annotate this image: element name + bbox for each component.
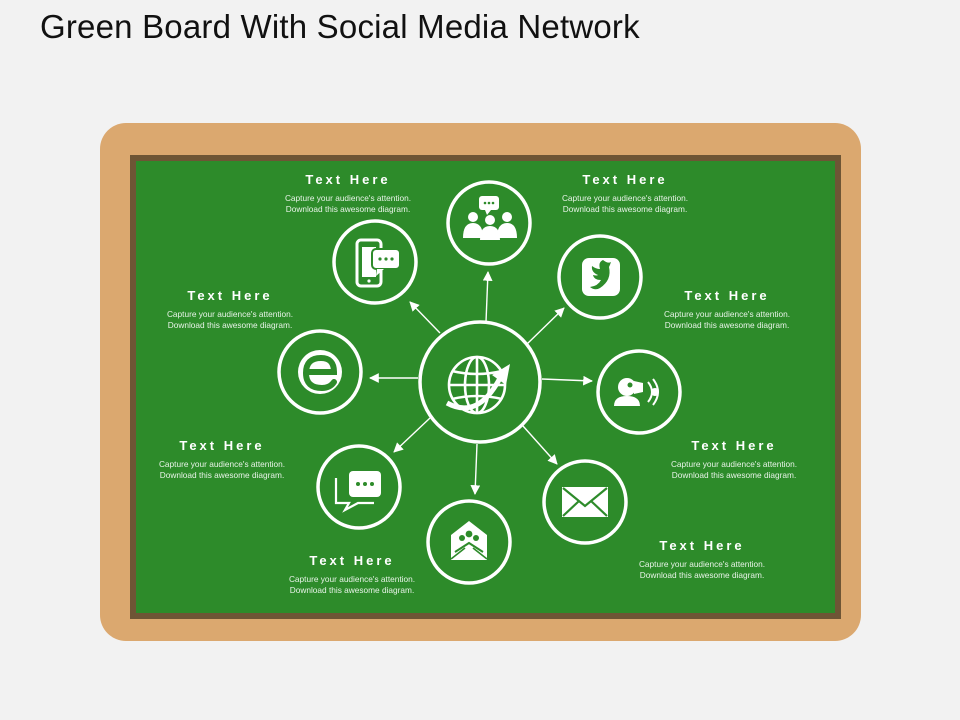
connector-chat [393,417,431,453]
globe-arrow-icon [445,355,510,415]
label-heading: Text Here [684,288,770,303]
node-mail-group [426,499,512,585]
label-heading: Text Here [659,538,745,553]
connector-mail-group [470,443,481,495]
bird-icon [582,258,620,296]
label-text: Capture your audience's attention. Downl… [561,193,689,214]
label-heading: Text Here [309,553,395,568]
label-heading: Text Here [691,438,777,453]
center-node [418,320,542,444]
label-mid-right-upper: Text Here Capture your audience's attent… [627,288,827,331]
label-heading: Text Here [582,172,668,187]
label-text: Capture your audience's attention. Downl… [166,309,294,330]
label-mid-right-lower: Text Here Capture your audience's attent… [634,438,834,481]
open-envelope-group-icon [450,521,488,560]
label-text: Capture your audience's attention. Downl… [158,459,286,480]
label-mid-left-lower: Text Here Capture your audience's attent… [122,438,322,481]
node-explorer [277,329,363,415]
envelope-icon [562,487,608,517]
label-text: Capture your audience's attention. Downl… [288,574,416,595]
person-speaking-icon [614,378,659,406]
node-twitter [557,234,643,320]
label-text: Capture your audience's attention. Downl… [638,559,766,580]
page-title: Green Board With Social Media Network [40,8,640,45]
label-heading: Text Here [187,288,273,303]
label-bottom-right: Text Here Capture your audience's attent… [602,538,802,581]
mobile-chat-icon [355,238,401,288]
connector-mail [522,425,558,465]
label-text: Capture your audience's attention. Downl… [663,309,791,330]
label-mid-left-upper: Text Here Capture your audience's attent… [130,288,330,331]
node-chat [316,444,402,530]
connector-mobile-chat [409,301,441,334]
label-heading: Text Here [305,172,391,187]
node-group-chat [446,180,532,266]
connector-group-chat [482,271,493,323]
e-logo-icon [298,350,342,394]
chat-bubble-icon [334,471,381,513]
label-top-left: Text Here Capture your audience's attent… [248,172,448,215]
label-text: Capture your audience's attention. Downl… [284,193,412,214]
node-mail [542,459,628,545]
label-text: Capture your audience's attention. Downl… [670,459,798,480]
connector-twitter [525,307,565,346]
group-chat-icon [463,196,517,240]
label-top-right: Text Here Capture your audience's attent… [525,172,725,215]
node-speaker [596,349,682,435]
label-bottom-left: Text Here Capture your audience's attent… [252,553,452,596]
node-mobile-chat [332,219,418,305]
connector-speaker [541,375,593,386]
label-heading: Text Here [179,438,265,453]
